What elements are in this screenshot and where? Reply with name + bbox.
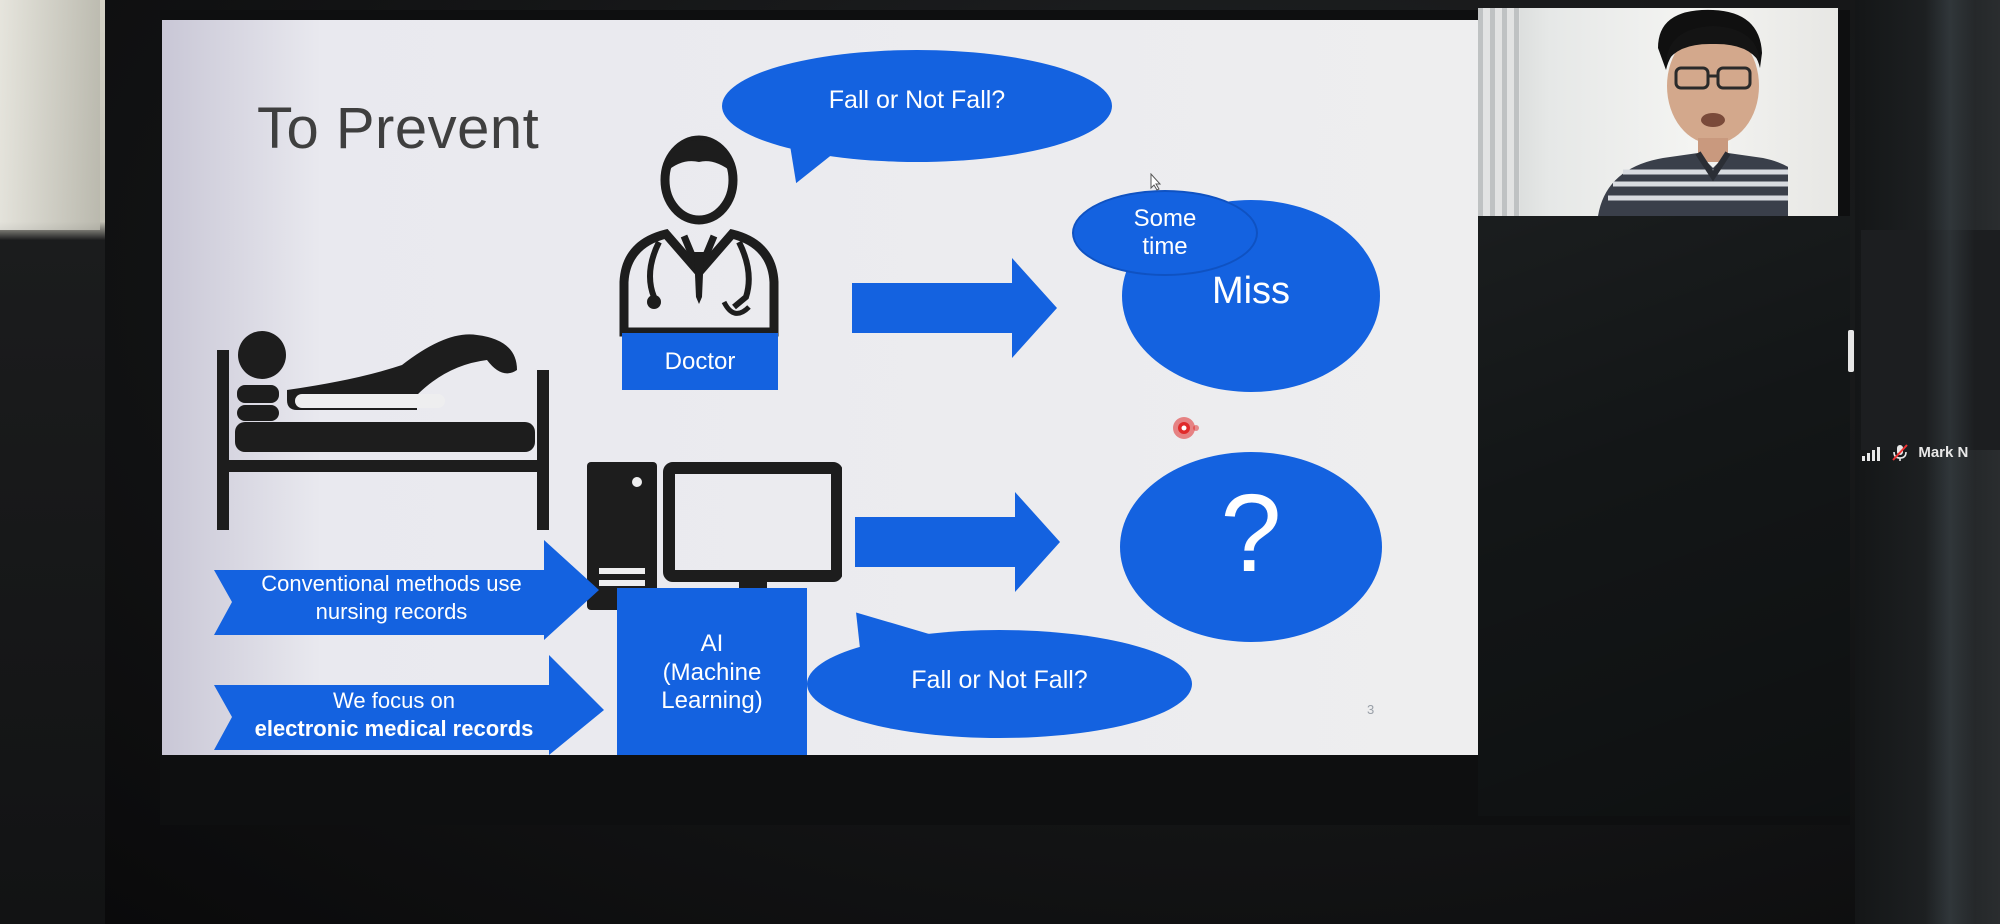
result-oval-doctor-label: Miss (1211, 270, 1291, 312)
banner-arrow-icon (214, 655, 604, 755)
ai-label-line1: AI (700, 629, 724, 657)
shared-slide: To Prevent Fall or Not Fall? Doctor (162, 20, 1487, 755)
speech-bubble-bottom-label: Fall or Not Fall? (911, 666, 1088, 694)
presenter-video-tile[interactable] (1478, 8, 1838, 216)
ai-label-line3: Learning) (661, 687, 763, 715)
computer-icon (587, 462, 842, 610)
result-oval-ai-label: ? (1220, 472, 1282, 595)
mouse-cursor-icon (1150, 173, 1162, 191)
sometimes-note-oval: Some time (1072, 190, 1258, 276)
panel-resize-handle[interactable] (1848, 330, 1854, 372)
banner-focus-line2: electronic medical records (254, 715, 534, 741)
electronic-records-banner: We focus on electronic medical records (214, 655, 604, 755)
right-arrow-icon (855, 492, 1060, 592)
doctor-icon (619, 135, 779, 337)
patient-in-bed-icon (217, 331, 549, 530)
banner-conventional-line1: Conventional methods use (261, 571, 522, 596)
banner-conventional-line2: nursing records (315, 598, 468, 624)
participant-video-tile[interactable] (1478, 216, 1850, 816)
sometimes-note-line1: Some (1133, 205, 1197, 233)
banner-arrow-icon (214, 540, 599, 640)
ai-label-line2: (Machine (662, 658, 762, 686)
laser-pointer-icon (1173, 417, 1199, 439)
right-arrow-icon (852, 258, 1057, 358)
mic-muted-icon (1892, 444, 1908, 462)
conventional-methods-banner: Conventional methods use nursing records (214, 540, 599, 640)
speech-bubble-bottom: Fall or Not Fall? (807, 630, 1192, 738)
speech-bubble-top: Fall or Not Fall? (722, 50, 1112, 162)
signal-strength-icon (1862, 447, 1880, 462)
participant-name-tag[interactable]: Mark N (1862, 444, 1968, 462)
presenter-avatar (1598, 9, 1788, 216)
ai-machine-learning-box: AI (Machine Learning) (617, 588, 807, 755)
banner-focus-line1: We focus on (333, 688, 455, 713)
sometimes-note-line2: time (1142, 233, 1188, 260)
speech-bubble-top-label: Fall or Not Fall? (828, 86, 1006, 114)
slide-title: To Prevent (257, 96, 540, 161)
room-background-left (0, 0, 110, 924)
participant-name: Mark N (1918, 444, 1969, 461)
slide-page-number: 3 (1367, 702, 1375, 717)
participant-strip (1855, 0, 2000, 924)
result-oval-ai: ? (1120, 452, 1382, 642)
doctor-label: Doctor (622, 333, 778, 390)
